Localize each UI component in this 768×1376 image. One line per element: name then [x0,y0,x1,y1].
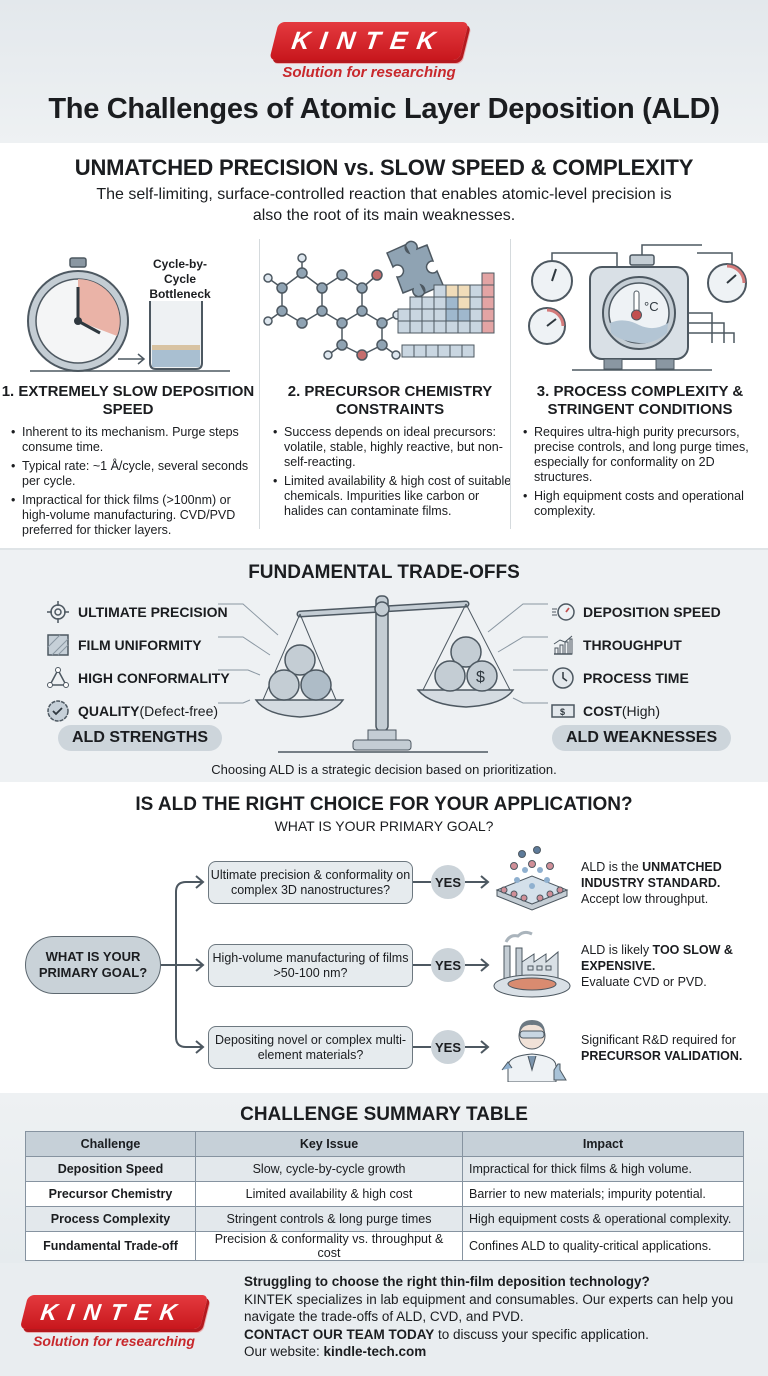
weakness-item: PROCESS TIME [551,661,721,694]
speedometer-icon [552,602,575,621]
yes-badge: YES [431,1030,465,1064]
intro-text: The self-limiting, surface-controlled re… [96,186,672,224]
question-box[interactable]: High-volume manufacturing of films >50-1… [208,944,413,987]
challenge-title: 2. PRECURSOR CHEMISTRY CONSTRAINTS [287,383,493,418]
challenge-title: 1. EXTREMELY SLOW DEPOSITION SPEED [1,383,255,418]
check-badge-icon [47,699,69,722]
logo-tagline: Solution for researching [282,64,456,81]
scientist-icon [501,1020,567,1082]
molecule-periodic-table-icon [262,233,518,373]
divider [510,239,511,529]
challenge-card-3: °C 3. PROCESS COMPLEXITY & STRINGENT CON… [512,233,768,538]
strength-item: FILM UNIFORMITY [46,628,230,661]
flow-connectors [161,875,490,1054]
illustration-label: Cycle-by-Cycle Bottleneck [149,257,211,301]
weakness-item: $ COST (High) [551,694,721,727]
footer: KINTEK Solution for researching Struggli… [0,1263,768,1376]
website-link[interactable]: kindle-tech.com [323,1344,427,1359]
strength-item: QUALITY (Defect-free) [46,694,230,727]
summary-table-heading: CHALLENGE SUMMARY TABLE [240,1104,528,1125]
weaknesses-list: DEPOSITION SPEED THROUGHPUT PROCESS TIME… [551,595,721,727]
result-text: Significant R&D required for PRECURSOR V… [581,1033,743,1063]
footer-cta: CONTACT OUR TEAM TODAY to discuss your s… [244,1326,649,1342]
summary-table: Challenge Key Issue Impact Deposition Sp… [25,1131,744,1261]
factory-wafer-icon [493,930,571,998]
tradeoffs-note: Choosing ALD is a strategic decision bas… [211,762,557,777]
nanostructure-icon [495,846,569,911]
reactor-chamber-icon: °C [512,233,768,373]
table-header-row: Challenge Key Issue Impact [25,1131,744,1157]
decision-heading: IS ALD THE RIGHT CHOICE FOR YOUR APPLICA… [135,794,633,815]
triangle-nodes-icon [47,666,69,688]
bar-chart-icon [553,635,573,655]
intro-heading: UNMATCHED PRECISION vs. SLOW SPEED & COM… [74,155,694,180]
page-title: The Challenges of Atomic Layer Depositio… [48,93,720,125]
header: KINTEK Solution for researching The Chal… [0,0,768,143]
challenges: Cycle-by-Cycle Bottleneck 1. EXTREMELY S… [0,233,768,548]
banknote-icon: $ [551,703,575,718]
intro: UNMATCHED PRECISION vs. SLOW SPEED & COM… [0,143,768,233]
balance-scale-icon: $ [218,595,548,753]
svg-text:$: $ [476,669,485,686]
yes-badge: YES [431,865,465,899]
weakness-item: DEPOSITION SPEED [551,595,721,628]
kintek-logo[interactable]: KINTEK Solution for researching [19,1295,209,1349]
question-box[interactable]: Depositing novel or complex multi-elemen… [208,1026,413,1069]
result-text: ALD is likely TOO SLOW & EXPENSIVE.Evalu… [581,943,733,989]
question-box[interactable]: Ultimate precision & conformality on com… [208,861,413,904]
weaknesses-label: ALD WEAKNESSES [552,725,732,751]
summary-table-section: CHALLENGE SUMMARY TABLE Challenge Key Is… [0,1093,768,1263]
svg-text:$: $ [560,707,565,717]
primary-goal-node: WHAT IS YOUR PRIMARY GOAL? [25,936,161,994]
challenge-bullets: Requires ultra-high purity precursors, p… [512,425,768,519]
divider [259,239,260,529]
challenge-title: 3. PROCESS COMPLEXITY & STRINGENT CONDIT… [536,383,744,418]
logo-tagline: Solution for researching [33,1333,195,1349]
tradeoffs: FUNDAMENTAL TRADE-OFFS ULTIMATE PRECISIO… [0,548,768,782]
challenge-bullets: Success depends on ideal precursors: vol… [262,425,518,519]
challenge-bullets: Inherent to its mechanism. Purge steps c… [0,425,256,538]
tradeoffs-heading: FUNDAMENTAL TRADE-OFFS [248,562,520,583]
yes-badge: YES [431,948,465,982]
footer-website: Our website: kindle-tech.com [244,1344,427,1359]
stopwatch-beaker-icon: Cycle-by-Cycle Bottleneck [0,233,256,373]
decision-subheading: WHAT IS YOUR PRIMARY GOAL? [274,818,494,834]
strengths-label: ALD STRENGTHS [58,725,222,751]
strengths-list: ULTIMATE PRECISION FILM UNIFORMITY HIGH … [46,595,230,727]
target-icon [47,600,69,623]
strength-item: ULTIMATE PRECISION [46,595,230,628]
svg-text:°C: °C [644,299,659,314]
clock-icon [552,666,574,689]
challenge-card-1: Cycle-by-Cycle Bottleneck 1. EXTREMELY S… [0,233,256,538]
result-text: ALD is the UNMATCHED INDUSTRY STANDARD.A… [581,860,722,906]
footer-question: Struggling to choose the right thin-film… [244,1274,650,1289]
kintek-logo[interactable]: KINTEK Solution for researching [269,22,469,81]
weakness-item: THROUGHPUT [551,628,721,661]
footer-body: KINTEK specializes in lab equipment and … [244,1291,734,1325]
footer-copy: Struggling to choose the right thin-film… [244,1273,759,1361]
hatched-square-icon [47,633,69,656]
strength-item: HIGH CONFORMALITY [46,661,230,694]
challenge-card-2: 2. PRECURSOR CHEMISTRY CONSTRAINTS Succe… [262,233,518,538]
